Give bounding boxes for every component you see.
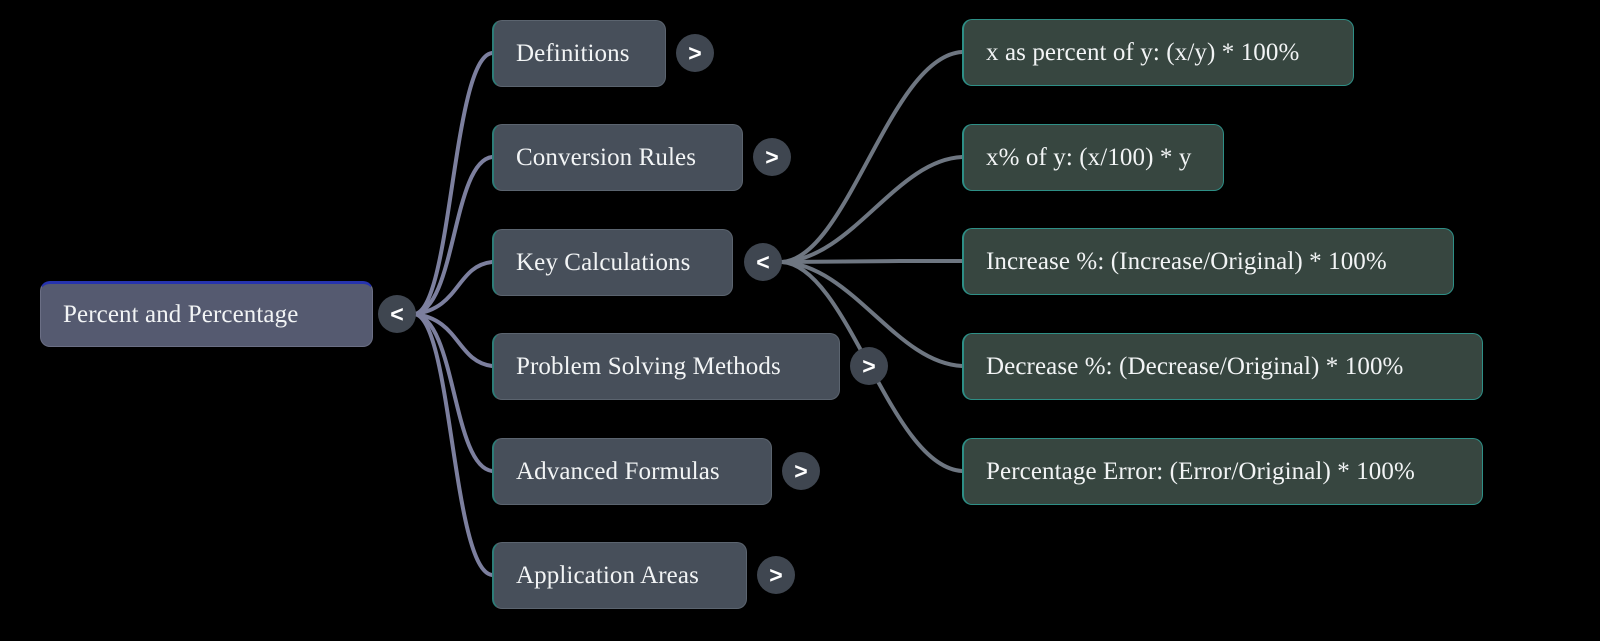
branch-node-problem-solving-methods[interactable]: Problem Solving Methods: [492, 333, 840, 400]
branch-toggle-application-areas[interactable]: >: [757, 556, 795, 594]
branch-node-definitions[interactable]: Definitions: [492, 20, 666, 87]
leaf-label-decrease-percent: Decrease %: (Decrease/Original) * 100%: [986, 352, 1404, 380]
branch-label-definitions: Definitions: [516, 39, 630, 67]
edge-root-conversion-rules: [412, 155, 494, 316]
leaf-label-x-percent-of-y: x% of y: (x/100) * y: [986, 143, 1192, 171]
edge-key-x-as-percent-of-y: [780, 50, 964, 264]
branch-node-key-calculations[interactable]: Key Calculations: [492, 229, 733, 296]
branch-label-advanced-formulas: Advanced Formulas: [516, 457, 720, 485]
branch-label-problem-solving-methods: Problem Solving Methods: [516, 352, 781, 380]
leaf-node-x-percent-of-y[interactable]: x% of y: (x/100) * y: [962, 124, 1224, 191]
chevron-right-icon: >: [688, 39, 702, 66]
edge-root-advanced-formulas: [412, 312, 494, 473]
chevron-left-icon: <: [390, 300, 404, 327]
branch-toggle-problem-solving-methods[interactable]: >: [850, 347, 888, 385]
branch-toggle-advanced-formulas[interactable]: >: [782, 452, 820, 490]
root-node[interactable]: Percent and Percentage: [40, 281, 373, 347]
branch-label-application-areas: Application Areas: [516, 561, 699, 589]
edge-key-x-percent-of-y: [780, 155, 964, 264]
root-edges: [412, 51, 494, 577]
branch-node-conversion-rules[interactable]: Conversion Rules: [492, 124, 743, 191]
edge-root-key-calculations: [412, 260, 494, 316]
edge-root-application-areas: [412, 312, 494, 577]
root-toggle-chevron-left-icon[interactable]: <: [378, 295, 416, 333]
branch-edges: [780, 50, 964, 473]
branch-toggle-definitions[interactable]: >: [676, 34, 714, 72]
branch-toggle-conversion-rules[interactable]: >: [753, 138, 791, 176]
branch-node-application-areas[interactable]: Application Areas: [492, 542, 747, 609]
root-node-label: Percent and Percentage: [63, 301, 299, 329]
leaf-node-percentage-error[interactable]: Percentage Error: (Error/Original) * 100…: [962, 438, 1483, 505]
edge-key-increase-percent: [780, 259, 964, 264]
branch-label-conversion-rules: Conversion Rules: [516, 143, 697, 171]
chevron-right-icon: >: [769, 561, 783, 588]
leaf-label-increase-percent: Increase %: (Increase/Original) * 100%: [986, 247, 1387, 275]
leaf-node-increase-percent[interactable]: Increase %: (Increase/Original) * 100%: [962, 228, 1454, 295]
chevron-right-icon: >: [794, 457, 808, 484]
chevron-right-icon: >: [862, 352, 876, 379]
branch-toggle-key-calculations[interactable]: <: [744, 243, 782, 281]
chevron-left-icon: <: [756, 248, 770, 275]
edge-root-problem-solving: [412, 312, 494, 368]
branch-node-advanced-formulas[interactable]: Advanced Formulas: [492, 438, 772, 505]
leaf-label-percentage-error: Percentage Error: (Error/Original) * 100…: [986, 457, 1415, 485]
leaf-node-x-as-percent-of-y[interactable]: x as percent of y: (x/y) * 100%: [962, 19, 1354, 86]
edge-root-definitions: [412, 51, 494, 316]
chevron-right-icon: >: [765, 143, 779, 170]
leaf-label-x-as-percent-of-y: x as percent of y: (x/y) * 100%: [986, 38, 1300, 66]
branch-label-key-calculations: Key Calculations: [516, 248, 691, 276]
leaf-node-decrease-percent[interactable]: Decrease %: (Decrease/Original) * 100%: [962, 333, 1483, 400]
